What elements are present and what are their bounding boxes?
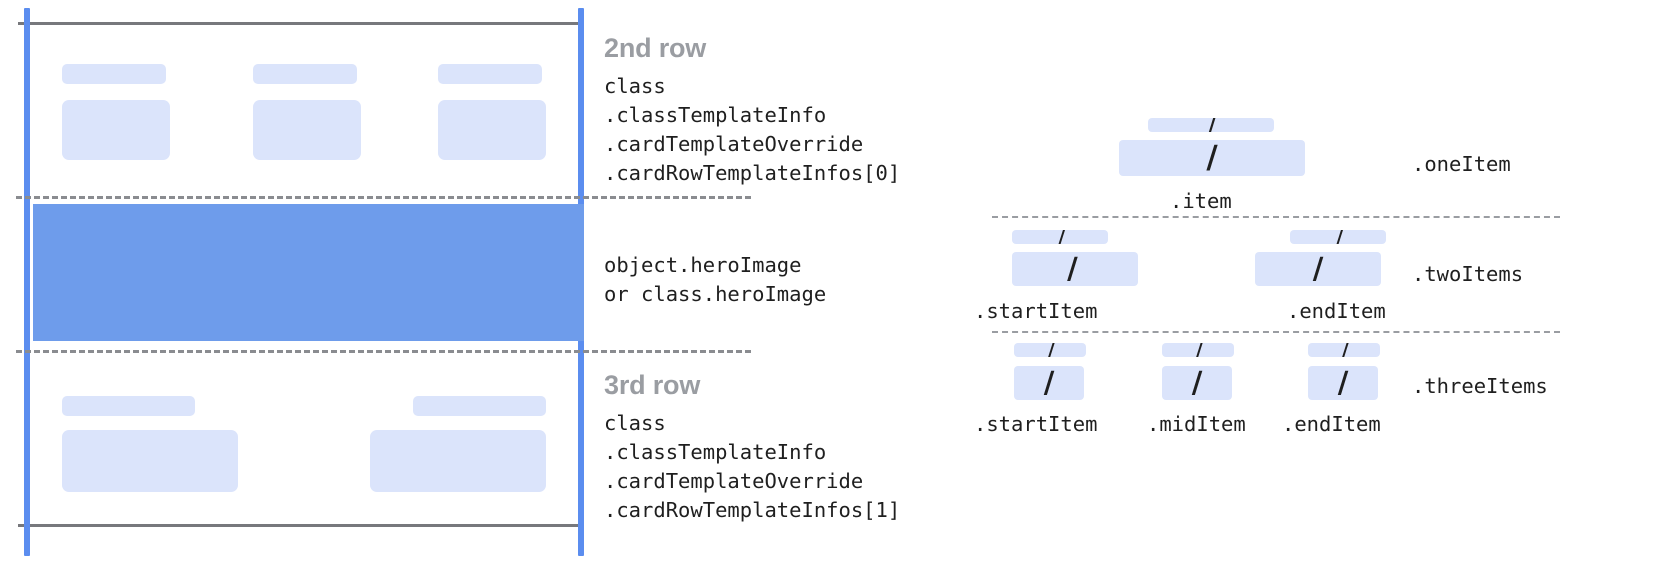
slash-glyph: / bbox=[1208, 118, 1217, 132]
slash-glyph: / bbox=[1336, 230, 1344, 244]
row2-heading: 2nd row bbox=[604, 33, 707, 63]
group-label-oneitem: .oneItem bbox=[1412, 152, 1511, 176]
slash-glyph: / bbox=[1312, 252, 1324, 286]
slash-glyph: / bbox=[1058, 230, 1066, 244]
card-template-diagram bbox=[0, 0, 751, 584]
slash-glyph: / bbox=[1206, 140, 1218, 176]
card-top-rule bbox=[18, 22, 583, 25]
oneitem-value-chip: / bbox=[1119, 140, 1305, 176]
threeitems-mid-label-chip: / bbox=[1162, 343, 1234, 357]
threeitems-start-value-chip: / bbox=[1014, 366, 1084, 400]
row2-body-placeholder-1 bbox=[62, 100, 170, 160]
slash-glyph: / bbox=[1195, 343, 1203, 357]
row3-title-placeholder-2 bbox=[413, 396, 546, 416]
threeitems-mid-value-chip: / bbox=[1162, 366, 1232, 400]
twoitems-end-item-label: .endItem bbox=[1287, 299, 1386, 323]
row3-body-placeholder-1 bbox=[62, 430, 238, 492]
row2-title-placeholder-3 bbox=[438, 64, 542, 84]
row3-code-annotation: class .classTemplateInfo .cardTemplateOv… bbox=[604, 411, 901, 522]
slash-glyph: / bbox=[1043, 366, 1055, 400]
slash-glyph: / bbox=[1047, 343, 1055, 357]
hero-image-block bbox=[33, 204, 584, 341]
slash-glyph: / bbox=[1337, 366, 1349, 400]
hero-bottom-divider bbox=[16, 350, 751, 353]
oneitem-label-chip: / bbox=[1148, 118, 1274, 132]
row3-title-placeholder-1 bbox=[62, 396, 195, 416]
row2-title-placeholder-2 bbox=[253, 64, 357, 84]
row2-code-annotation: class .classTemplateInfo .cardTemplateOv… bbox=[604, 74, 901, 185]
group-separator-2 bbox=[992, 331, 1560, 333]
card-bottom-rule bbox=[18, 524, 583, 527]
group-separator-1 bbox=[992, 216, 1560, 218]
threeitems-end-label-chip: / bbox=[1308, 343, 1380, 357]
twoitems-start-item-label: .startItem bbox=[974, 299, 1098, 323]
threeitems-end-value-chip: / bbox=[1308, 366, 1378, 400]
group-label-twoitems: .twoItems bbox=[1412, 262, 1524, 286]
twoitems-end-value-chip: / bbox=[1255, 252, 1381, 286]
twoitems-end-label-chip: / bbox=[1290, 230, 1386, 244]
card-left-edge-guide bbox=[24, 8, 30, 556]
row2-body-placeholder-3 bbox=[438, 100, 546, 160]
oneitem-item-label: .item bbox=[1170, 189, 1232, 213]
twoitems-start-label-chip: / bbox=[1012, 230, 1108, 244]
slash-glyph: / bbox=[1191, 366, 1203, 400]
group-label-threeitems: .threeItems bbox=[1412, 374, 1548, 398]
row2-body-placeholder-2 bbox=[253, 100, 361, 160]
row3-body-placeholder-2 bbox=[370, 430, 546, 492]
slash-glyph: / bbox=[1067, 252, 1078, 286]
row3-heading: 3rd row bbox=[604, 370, 701, 400]
twoitems-start-value-chip: / bbox=[1012, 252, 1138, 286]
slash-glyph: / bbox=[1341, 343, 1349, 357]
threeitems-end-item-label: .endItem bbox=[1282, 412, 1381, 436]
row2-title-placeholder-1 bbox=[62, 64, 166, 84]
item-layout-diagram: / / .item .oneItem / / .startItem / / .e… bbox=[960, 0, 1676, 584]
threeitems-mid-item-label: .midItem bbox=[1147, 412, 1246, 436]
hero-code-annotation: object.heroImage or class.heroImage bbox=[604, 253, 827, 306]
threeitems-start-item-label: .startItem bbox=[974, 412, 1098, 436]
threeitems-start-label-chip: / bbox=[1014, 343, 1086, 357]
hero-top-divider bbox=[16, 196, 751, 199]
